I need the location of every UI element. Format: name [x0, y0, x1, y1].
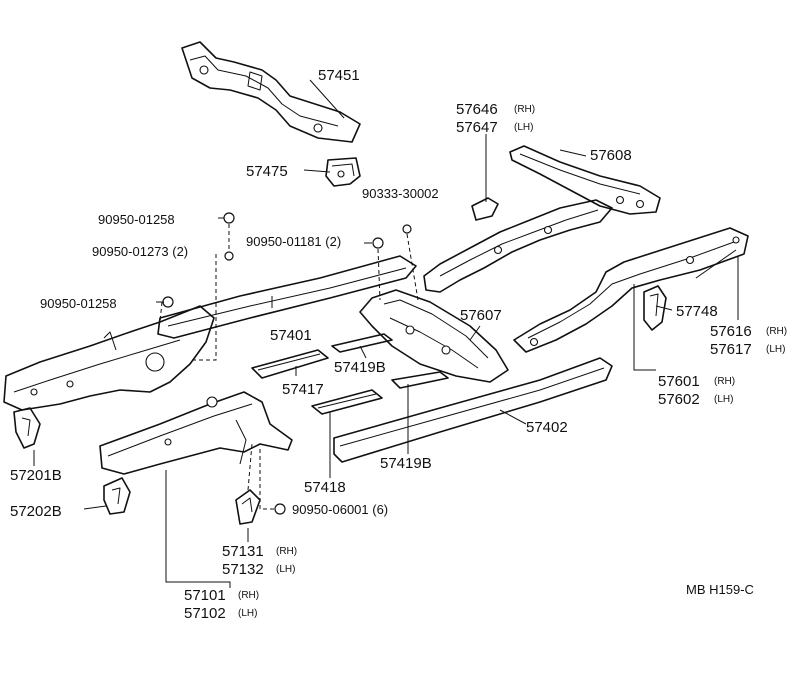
assembly-dashes	[159, 224, 419, 510]
part-labels: 57451 57475 57646 (RH) 57647 (LH) 57608 …	[10, 67, 787, 622]
rocker-57401	[157, 255, 417, 339]
label-57617-side: (LH)	[766, 344, 785, 355]
label-57418: 57418	[304, 479, 346, 496]
label-57616: 57616	[710, 323, 752, 340]
label-57401: 57401	[270, 327, 312, 344]
label-90950-01181: 90950-01181 (2)	[246, 234, 341, 249]
label-57602-side: (LH)	[714, 394, 733, 405]
bracket-57202b	[103, 477, 131, 515]
bracket-57131	[235, 489, 261, 525]
crossmember-57451	[181, 41, 361, 143]
bracket-57201b	[13, 407, 41, 449]
label-57417: 57417	[282, 381, 324, 398]
rocker-57402	[333, 357, 613, 463]
label-57617: 57617	[710, 341, 752, 358]
front-frame-rail	[3, 305, 215, 411]
label-57201b: 57201B	[10, 467, 62, 484]
bracket-57475	[325, 157, 361, 187]
floor-pan-57607	[359, 289, 509, 383]
reference-code: MB H159-C	[686, 582, 754, 597]
label-57101-side: (RH)	[238, 590, 259, 601]
label-57601-side: (RH)	[714, 376, 735, 387]
label-57601: 57601	[658, 373, 700, 390]
bracket-57646	[471, 197, 499, 221]
label-57475: 57475	[246, 163, 288, 180]
label-57132: 57132	[222, 561, 264, 578]
label-57132-side: (LH)	[276, 564, 295, 575]
label-57647: 57647	[456, 119, 498, 136]
label-57607: 57607	[460, 307, 502, 324]
label-57102-side: (LH)	[238, 608, 257, 619]
strip-57419b-upper	[331, 333, 393, 353]
leader-lines	[33, 79, 739, 588]
label-57419b-lower: 57419B	[380, 455, 432, 472]
label-57451: 57451	[318, 67, 360, 84]
label-90950-01258-lower: 90950-01258	[40, 296, 117, 311]
sill-57417	[251, 349, 329, 379]
label-57402: 57402	[526, 419, 568, 436]
label-57608: 57608	[590, 147, 632, 164]
rear-rail-upper	[423, 199, 613, 293]
label-90950-01258-upper: 90950-01258	[98, 212, 175, 227]
sill-57418	[311, 389, 383, 415]
label-57131: 57131	[222, 543, 264, 560]
front-lower-rail-57101	[99, 391, 293, 475]
label-90950-01273: 90950-01273 (2)	[92, 244, 188, 259]
rear-rail-57616	[513, 227, 749, 353]
label-57646-side: (RH)	[514, 104, 535, 115]
label-57102: 57102	[184, 605, 226, 622]
label-57202b: 57202B	[10, 503, 62, 520]
label-57748: 57748	[676, 303, 718, 320]
label-57647-side: (LH)	[514, 122, 533, 133]
bracket-57748	[643, 285, 667, 331]
label-57646: 57646	[456, 101, 498, 118]
label-57101: 57101	[184, 587, 226, 604]
label-57419b-upper: 57419B	[334, 359, 386, 376]
label-57616-side: (RH)	[766, 326, 787, 337]
label-57602: 57602	[658, 391, 700, 408]
rail-57608	[509, 145, 661, 215]
label-90333-30002: 90333-30002	[362, 186, 439, 201]
label-90950-06001: 90950-06001 (6)	[292, 502, 388, 517]
strip-57419b-lower	[391, 371, 449, 389]
label-57131-side: (RH)	[276, 546, 297, 557]
